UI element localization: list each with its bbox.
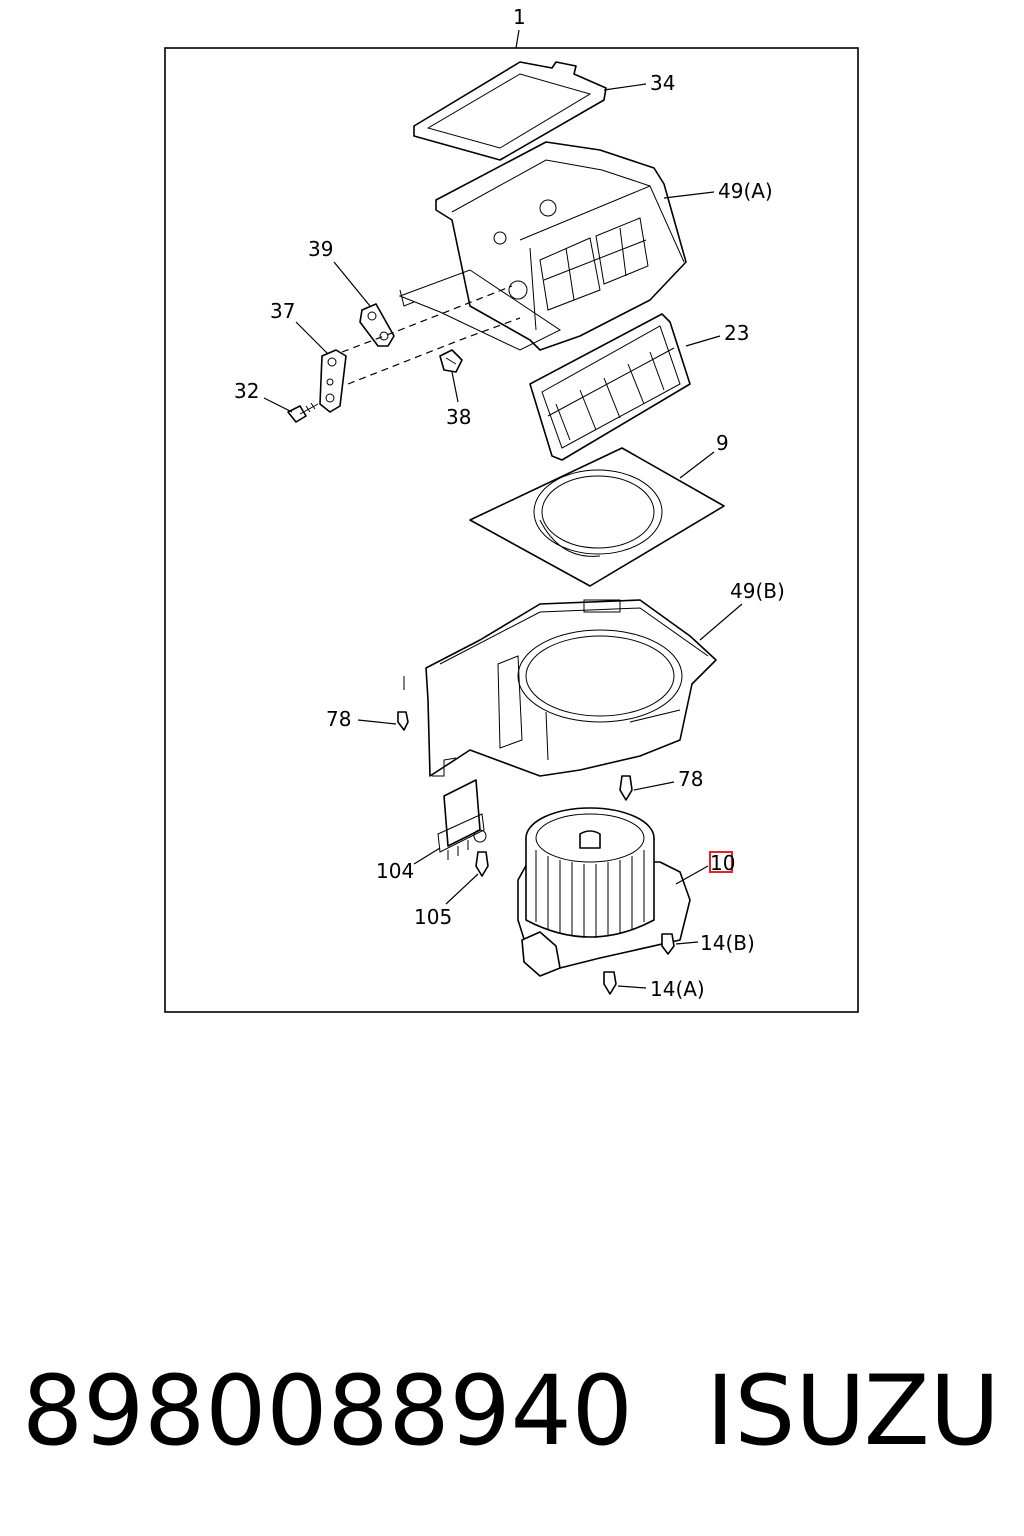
callout-37: 37 [270,299,295,323]
part-49b-lower-housing [403,599,717,777]
part-78-screw-right [619,775,633,801]
callout-23: 23 [724,321,749,345]
callout-34: 34 [650,71,675,95]
part-105-screw [475,851,489,877]
part-49a-upper-housing [398,141,687,351]
callout-38: 38 [446,405,471,429]
callout-14b: 14(B) [700,931,755,955]
part-37-link-arm [319,349,347,413]
part-32-screw [287,402,319,423]
footer: 8980088940 ISUZU [0,1355,1024,1467]
callout-1: 1 [513,5,526,29]
callout-49b: 49(B) [730,579,785,603]
part-14b-screw [661,933,675,955]
part-38-clip [439,349,463,373]
callout-78-right: 78 [678,767,703,791]
part-78-screw-left [397,711,409,731]
part-9-seal-plate [469,447,725,587]
part-number: 8980088940 [22,1355,633,1467]
part-104-resistor [437,779,487,860]
brand-name: ISUZU [706,1355,1000,1467]
callout-104: 104 [376,859,414,883]
callout-9: 9 [716,431,729,455]
callout-32: 32 [234,379,259,403]
callout-49a: 49(A) [718,179,773,203]
part-39-lever [359,303,395,347]
part-10-blower-motor [517,807,691,977]
callout-10-highlight [709,851,733,873]
part-23-filter [529,313,691,461]
callout-78-left: 78 [326,707,351,731]
part-34-gasket [413,61,607,161]
callout-105: 105 [414,905,452,929]
callout-14a: 14(A) [650,977,705,1001]
callout-39: 39 [308,237,333,261]
callout-10: 10 [710,851,735,875]
part-14a-screw [603,971,617,995]
diagram-frame [164,47,859,1013]
exploded-parts-diagram: 1 34 49(A) 39 37 [164,5,859,1013]
